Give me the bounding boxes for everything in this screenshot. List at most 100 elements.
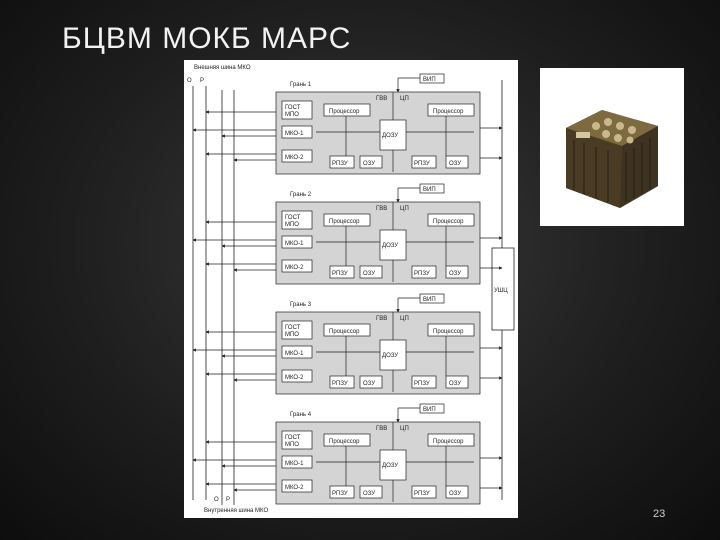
face-3-gvv-label: ГВВ (376, 316, 387, 322)
face-4-vip-label: ВИП (423, 407, 436, 413)
face-3-proc-left-label: Процессор (329, 329, 360, 335)
face-1-rpzu-right-label: РПЗУ (414, 161, 430, 167)
connector-5 (602, 130, 610, 138)
face-1-vip-label: ВИП (423, 77, 436, 83)
face-3-mko1-box (281, 345, 313, 359)
face-1-ozu-left-box (359, 155, 383, 169)
face-1-rpzu-left-box (329, 155, 355, 169)
face-3-gost-box (281, 320, 313, 340)
face-1-gost-label-2: МПО (285, 112, 299, 118)
face-3-rpzu-right-label: РПЗУ (414, 381, 430, 387)
face-1-ozu-right-box (445, 155, 469, 169)
connector-2 (604, 118, 612, 126)
face-2-ozu-left-box (359, 265, 383, 279)
face-2-proc-right-box (427, 213, 475, 227)
face-2-rpzu-left-box (329, 265, 355, 279)
face-1-vip-box (419, 73, 445, 84)
face-4-gost-label-1: ГОСТ (285, 435, 301, 441)
face-3-proc-right-label: Процессор (433, 329, 464, 335)
face-2-proc-right-label: Процессор (433, 219, 464, 225)
face-3-gost-label-1: ГОСТ (285, 325, 301, 331)
face-2-label: Грань 2 (290, 192, 312, 198)
face-2-gost-box (281, 210, 313, 230)
connector-3 (616, 122, 624, 130)
face-2-mko2-box (281, 259, 313, 273)
face-1-rpzu-right-box (411, 155, 437, 169)
face-3-ozu-left-label: ОЗУ (363, 381, 375, 387)
face-1-proc-right-label: Процессор (433, 109, 464, 115)
face-4-proc-left-label: Процессор (329, 439, 360, 445)
face-4-gost-label-2: МПО (285, 442, 299, 448)
face-4-ozu-left-label: ОЗУ (363, 491, 375, 497)
face-4-ozu-left-box (359, 485, 383, 499)
side-ribs (573, 138, 651, 202)
face-4-mko1-label: МКО-1 (285, 461, 304, 467)
face-3-ozu-right-box (445, 375, 469, 389)
face-3-dozu-label: ДОЗУ (382, 353, 398, 359)
face-2-proc-left-box (323, 213, 371, 227)
face-2-dozu-label: ДОЗУ (382, 243, 398, 249)
face-2-vip-box (419, 183, 445, 194)
face-3-mko2-box (281, 369, 313, 383)
face-1-dozu-label: ДОЗУ (382, 133, 398, 139)
face-4-proc-left-box (323, 433, 371, 447)
face-3-gost-label-2: МПО (285, 332, 299, 338)
face-2-gvv-label: ГВВ (376, 206, 387, 212)
face-4-proc-right-label: Процессор (433, 439, 464, 445)
face-3-mko2-label: МКО-2 (285, 375, 304, 381)
bottom-bus-label: Внутренняя шина МКО (204, 508, 268, 514)
face-2-cp-label: ЦП (400, 206, 409, 212)
face-3-cp-label: ЦП (400, 316, 409, 322)
face-1-proc-left-label: Процессор (329, 109, 360, 115)
device-right-side (620, 126, 658, 208)
face-2-mko1-label: МКО-1 (285, 241, 304, 247)
slide-title: БЦВМ МОКБ МАРС (62, 22, 352, 55)
top-bus-label: Внешняя шина МКО (194, 65, 251, 71)
face-1-gvv-label: ГВВ (376, 96, 387, 102)
connector-7 (626, 136, 634, 144)
connector-1 (592, 122, 600, 130)
face-1-mko1-label: МКО-1 (285, 131, 304, 137)
face-4-gost-box (281, 430, 313, 450)
face-3-ozu-right-label: ОЗУ (449, 381, 461, 387)
ush-block (491, 247, 515, 331)
device-photo (540, 68, 684, 226)
face-2-proc-left-label: Процессор (329, 219, 360, 225)
face-4-cp-label: ЦП (400, 426, 409, 432)
face-4-rpzu-left-label: РПЗУ (332, 491, 348, 497)
face-4-mko2-label: МКО-2 (285, 485, 304, 491)
face-2-ozu-left-label: ОЗУ (363, 271, 375, 277)
face-3-proc-right-box (427, 323, 475, 337)
face-1-label: Грань 1 (290, 82, 312, 88)
face-2-gost-label-2: МПО (285, 222, 299, 228)
face-2-ozu-right-box (445, 265, 469, 279)
face-3-dozu-box (379, 339, 407, 371)
block-diagram: Внешняя шина МКО Внутренняя шина МКО О Р… (184, 60, 518, 518)
face-2-rpzu-left-label: РПЗУ (332, 271, 348, 277)
face-4-vip-box (419, 403, 445, 414)
face-3-ozu-left-box (359, 375, 383, 389)
face-2-rpzu-right-box (411, 265, 437, 279)
face-4-dozu-label: ДОЗУ (382, 463, 398, 469)
face-1-mko2-box (281, 149, 313, 163)
face-3-proc-left-box (323, 323, 371, 337)
face-4-gvv-label: ГВВ (376, 426, 387, 432)
face-2-gost-label-1: ГОСТ (285, 215, 301, 221)
face-4-ozu-right-box (445, 485, 469, 499)
face-3-rpzu-right-box (411, 375, 437, 389)
face-4-rpzu-right-label: РПЗУ (414, 491, 430, 497)
face-2-mko1-box (281, 235, 313, 249)
face-1-mko1-box (281, 125, 313, 139)
face-4-rpzu-right-box (411, 485, 437, 499)
block-diagram-svg: Внешняя шина МКО Внутренняя шина МКО О Р… (187, 65, 515, 514)
connector-6 (614, 134, 622, 142)
device-top (566, 110, 658, 146)
face-1-ozu-left-label: ОЗУ (363, 161, 375, 167)
ush-label: УШЦ (494, 288, 508, 294)
face-4-dozu-box (379, 449, 407, 481)
face-1-gost-label-1: ГОСТ (285, 105, 301, 111)
page-number: 23 (653, 508, 666, 520)
face-3-vip-box (419, 293, 445, 304)
face-4-mko1-box (281, 455, 313, 469)
bus-r-label-bottom: Р (226, 497, 230, 503)
